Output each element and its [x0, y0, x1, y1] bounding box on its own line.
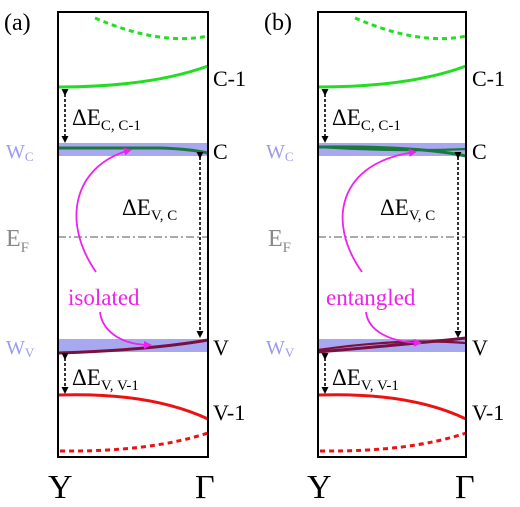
label-v1: V-1 [213, 400, 245, 425]
label-c: C [213, 139, 228, 164]
gap-label-v-c: ΔEV, C [380, 195, 435, 224]
label-v: V [472, 335, 488, 360]
gap-label-v-v1: ΔEV, V-1 [72, 365, 139, 394]
ef-label: EF [268, 226, 291, 256]
band-c1 [317, 64, 467, 89]
gap-label-v-v1: ΔEV, V-1 [332, 365, 399, 394]
band-c2-dotted [354, 16, 467, 41]
entangled-arrow-down [365, 311, 422, 347]
band-c2-dotted [94, 16, 209, 41]
isolated-label: isolated [68, 285, 140, 310]
band-v2-dotted [59, 431, 209, 453]
wc-label: WC [266, 141, 294, 164]
ef-label: EF [6, 226, 29, 256]
band-v1 [57, 393, 209, 421]
wv-label: WV [266, 337, 295, 360]
kpoint-gamma: Γ [195, 469, 215, 506]
band-c1 [57, 64, 209, 89]
band-v1 [317, 393, 467, 421]
kpoint-y: Y [307, 469, 332, 506]
label-v: V [213, 335, 229, 360]
gap-label-c-c1: ΔEC, C-1 [332, 105, 401, 134]
kpoint-gamma: Γ [455, 469, 475, 506]
wc-label: WC [6, 141, 34, 164]
band-v [57, 338, 209, 355]
label-c1: C-1 [213, 66, 246, 91]
band-v-upper [317, 336, 467, 354]
kpoint-y: Y [48, 469, 73, 506]
panel-a-tag: (a) [4, 10, 31, 36]
wv-label: WV [6, 337, 35, 360]
band-c [58, 146, 209, 155]
panel-b-frame [317, 11, 467, 458]
label-c: C [472, 139, 487, 164]
band-v2-dotted [319, 431, 467, 453]
panel-a-frame [57, 11, 209, 458]
panel-b: (b) entangled WC WV EF C-1 C V V-1 ΔEC, … [264, 10, 505, 506]
band-v-lower [317, 340, 467, 352]
entangled-label: entangled [326, 285, 416, 310]
panel-b-tag: (b) [264, 10, 292, 36]
gap-label-v-c: ΔEV, C [122, 195, 177, 224]
panel-a: (a) isolated WC WV EF C-1 C V V-1 [4, 10, 246, 506]
isolated-arrow-down [99, 311, 152, 349]
isolated-arrow-up [75, 147, 132, 273]
band-c-upper [317, 145, 467, 152]
label-v1: V-1 [472, 400, 504, 425]
entangled-arrow-up [341, 148, 417, 273]
label-c1: C-1 [472, 66, 505, 91]
window-v-band [58, 339, 208, 352]
gap-label-c-c1: ΔEC, C-1 [72, 105, 141, 134]
